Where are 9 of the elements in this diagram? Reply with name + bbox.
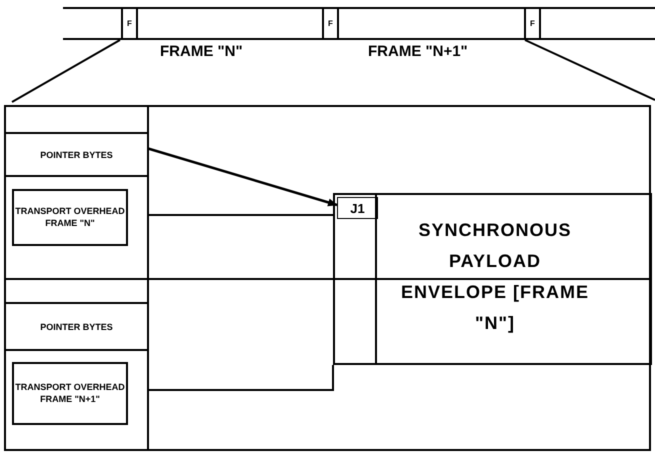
pointer-row: POINTER BYTES: [5, 303, 148, 350]
payload-envelope: SYNCHRONOUS PAYLOAD ENVELOPE [FRAME "N"] J1: [333, 193, 652, 365]
pointer-row: POINTER BYTES: [5, 133, 148, 176]
j1-cell: J1: [337, 197, 378, 219]
frame-label: FRAME "N": [160, 43, 243, 60]
frame-label: FRAME "N+1": [368, 43, 468, 60]
pointer-arrow: [148, 147, 338, 206]
overhead-box: TRANSPORT OVERHEAD FRAME "N+1": [12, 362, 128, 425]
overhead-box: TRANSPORT OVERHEAD FRAME "N": [12, 189, 128, 246]
